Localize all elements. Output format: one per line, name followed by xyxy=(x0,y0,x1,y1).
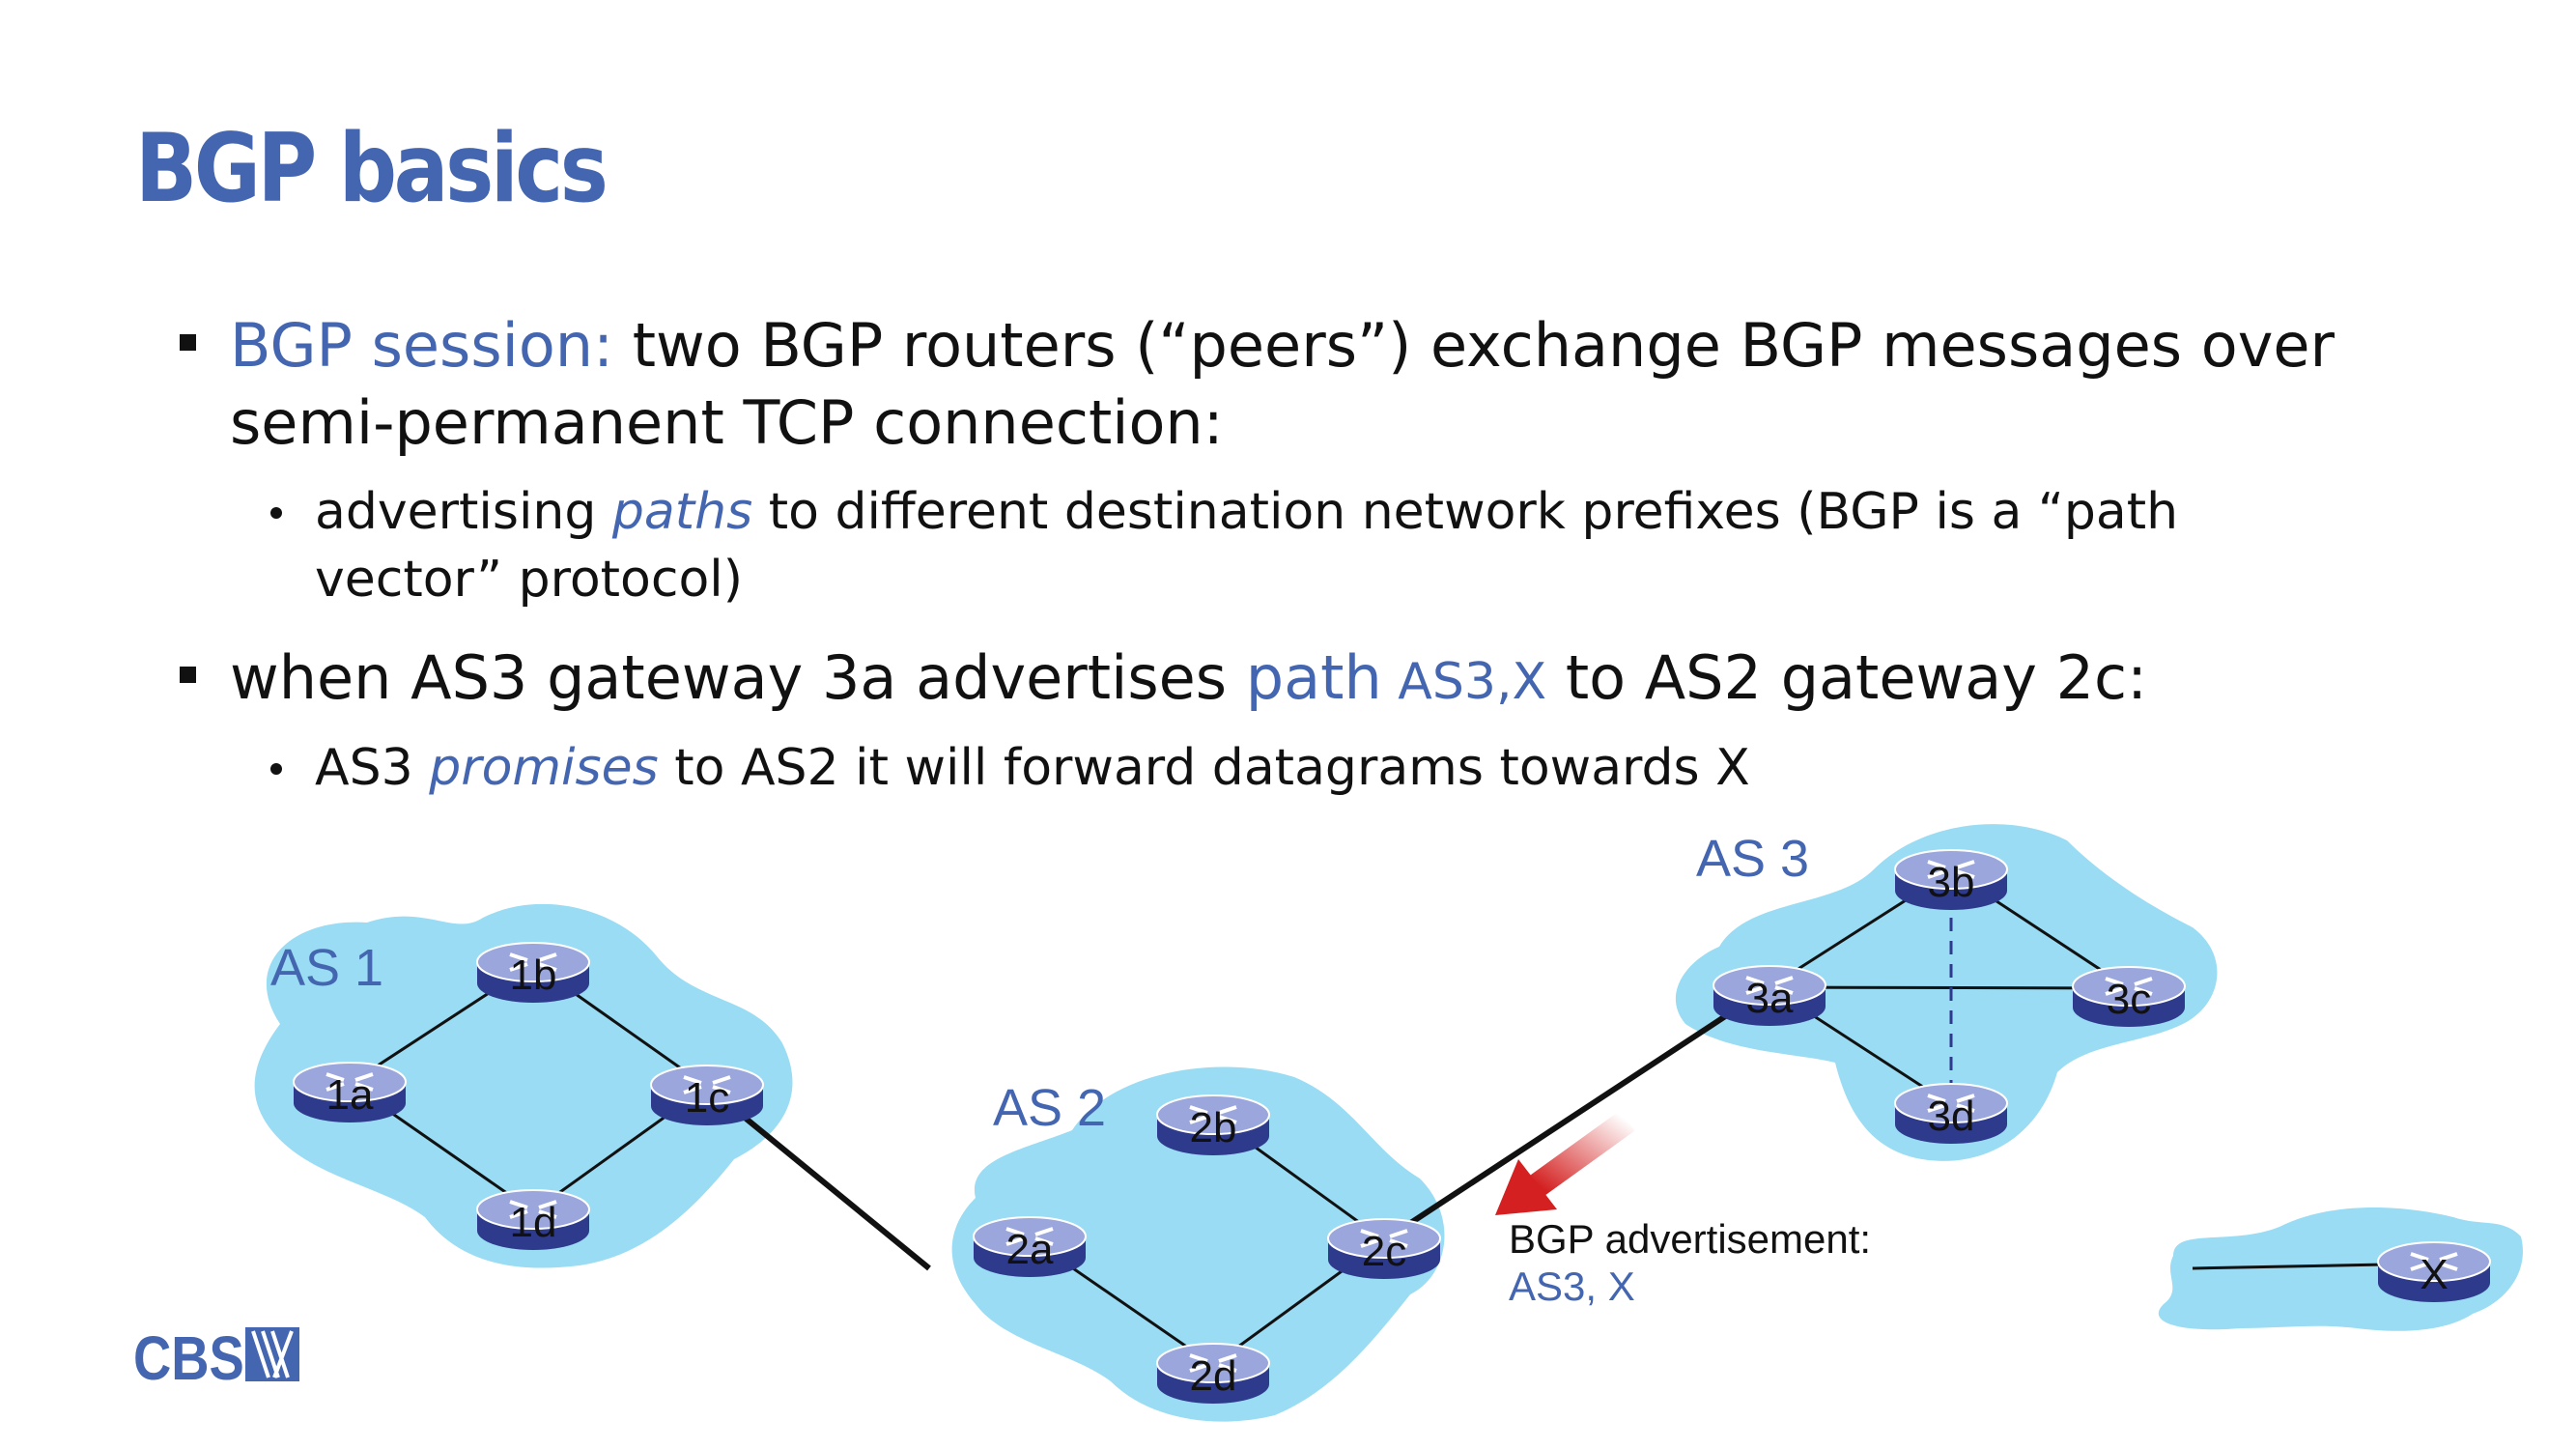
bullet-square-2 xyxy=(180,667,196,683)
sub-bullet-2-pre: AS3 xyxy=(315,739,430,797)
sub-bullet-1-pre: advertising xyxy=(315,483,612,541)
router-label-3b: 3b xyxy=(1928,859,1975,906)
router-label-2d: 2d xyxy=(1190,1352,1237,1400)
bullet-dot-2 xyxy=(270,763,282,775)
sub-bullet-2-post: to AS2 it will forward datagrams towards… xyxy=(658,739,1750,797)
router-label-1b: 1b xyxy=(510,952,557,999)
as2-cloud xyxy=(951,1066,1445,1422)
as1-label: AS 1 xyxy=(270,939,383,997)
bullet-1-line-1: BGP session: two BGP routers (“peers”) e… xyxy=(230,307,2335,384)
router-label-1a: 1a xyxy=(326,1071,374,1119)
link-3a-3c xyxy=(1769,985,2130,990)
router-label-3a: 3a xyxy=(1746,975,1794,1022)
bullet-2-line-1: when AS3 gateway 3a advertises path AS3,… xyxy=(230,639,2147,721)
bullet-2-post: to AS2 gateway 2c: xyxy=(1546,642,2148,713)
advertisement-path: AS3, X xyxy=(1509,1264,1635,1309)
cbs-emblem-icon xyxy=(245,1327,299,1381)
router-label-x: X xyxy=(2420,1251,2448,1298)
cbs-logo: CBS xyxy=(133,1321,326,1393)
bullet-1-line-2: semi-permanent TCP connection: xyxy=(230,387,1224,458)
link-2c-3a xyxy=(1382,984,1771,1243)
slide-title: BGP basics xyxy=(135,114,609,224)
as3-cloud xyxy=(1675,824,2218,1161)
router-label-2a: 2a xyxy=(1006,1226,1054,1273)
as3-label: AS 3 xyxy=(1696,830,1809,888)
sub-bullet-1-line-1: advertising paths to different destinati… xyxy=(315,478,2178,546)
router-label-3c: 3c xyxy=(2107,976,2151,1023)
as2-label: AS 2 xyxy=(993,1079,1106,1137)
cbs-logo-text: CBS xyxy=(133,1323,244,1389)
sub-bullet-2-line-1: AS3 promises to AS2 it will forward data… xyxy=(315,734,1750,802)
bullet-square-1 xyxy=(180,334,196,351)
sub-bullet-1-line-2: vector” protocol) xyxy=(315,551,743,609)
bgp-session-label: BGP session: xyxy=(230,310,613,381)
bullet-dot-1 xyxy=(270,507,282,519)
paths-emphasis: paths xyxy=(611,483,753,541)
router-label-2b: 2b xyxy=(1190,1104,1237,1151)
path-label: path xyxy=(1245,642,1382,713)
promises-emphasis: promises xyxy=(429,739,659,797)
advertisement-title: BGP advertisement: xyxy=(1509,1216,1871,1262)
advertisement-arrow xyxy=(1495,1110,1635,1215)
router-label-1d: 1d xyxy=(510,1199,557,1246)
router-label-3d: 3d xyxy=(1928,1093,1975,1140)
router-label-1c: 1c xyxy=(685,1074,729,1122)
as1-cloud xyxy=(254,903,793,1268)
bullet-1-text: two BGP routers (“peers”) exchange BGP m… xyxy=(612,310,2335,381)
sub-bullet-1-post: to different destination network prefixe… xyxy=(752,483,2179,541)
router-label-2c: 2c xyxy=(1362,1228,1406,1275)
bullet-2-pre: when AS3 gateway 3a advertises xyxy=(230,642,1246,713)
path-as-value: AS3,X xyxy=(1381,653,1547,711)
